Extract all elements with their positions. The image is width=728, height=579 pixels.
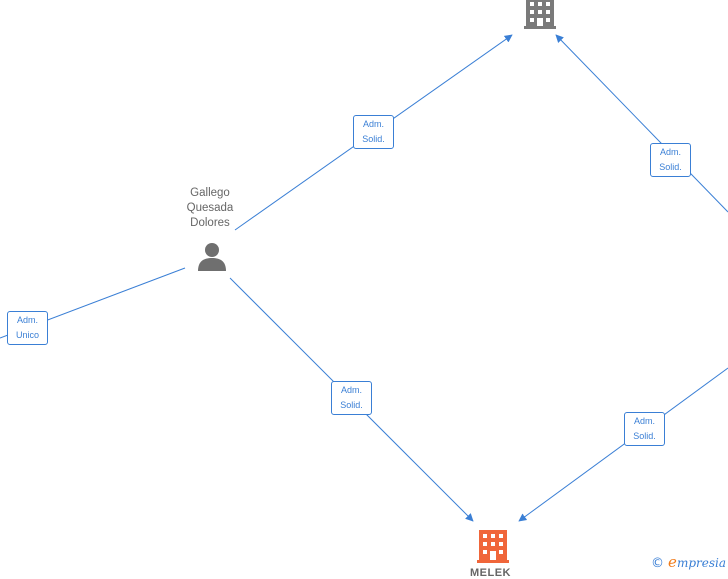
edge-line-right-to-bottom-company xyxy=(518,367,728,522)
building-icon xyxy=(477,530,509,563)
copyright-symbol: © xyxy=(651,556,665,571)
edge-role-label[interactable]: Adm. Solid. xyxy=(650,143,691,177)
edge-line-right-to-top-company xyxy=(555,34,728,213)
person-icon xyxy=(198,243,226,271)
person-name-label: Gallego Quesada Dolores xyxy=(186,187,234,229)
company-name-label[interactable]: MELEK xyxy=(470,567,511,579)
edge-role-label[interactable]: Adm. Solid. xyxy=(353,115,394,149)
edge-role-label[interactable]: Adm. Solid. xyxy=(331,381,372,415)
building-icon xyxy=(524,0,556,29)
edge-role-label[interactable]: Adm. Solid. xyxy=(624,412,665,446)
edge-role-label[interactable]: Adm. Unico xyxy=(7,311,48,345)
brand-logo: ©empresia xyxy=(651,553,726,571)
